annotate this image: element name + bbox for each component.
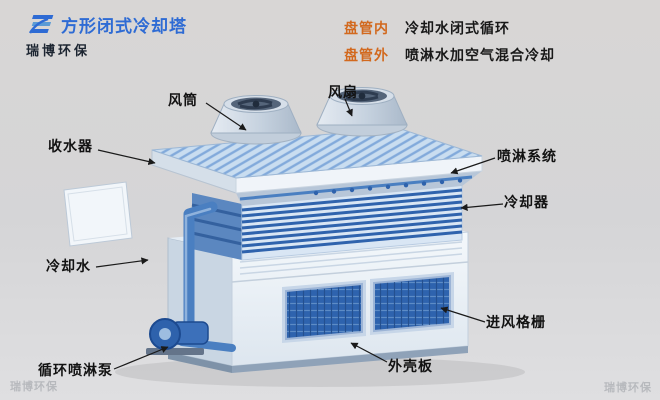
label-cooler: 冷却器 xyxy=(504,195,549,211)
circulating-spray-pump xyxy=(146,318,209,355)
legend-desc-inside: 冷却水闭式循环 xyxy=(405,21,510,37)
label-fan: 风扇 xyxy=(328,85,358,101)
legend-row-outside: 盘管外 喷淋水加空气混合冷却 xyxy=(344,45,555,65)
label-water-collector: 收水器 xyxy=(48,139,93,155)
water-collector-slab xyxy=(151,127,483,194)
legend-desc-outside: 喷淋水加空气混合冷却 xyxy=(405,48,555,64)
air-inlet-grille-right xyxy=(370,272,454,335)
legend-row-inside: 盘管内 冷却水闭式循环 xyxy=(344,18,555,38)
air-inlet-grille-left xyxy=(282,280,366,343)
watermark-bottom-right: 瑞博环保 xyxy=(604,381,652,394)
fan-duct-left xyxy=(210,95,302,145)
legend: 盘管内 冷却水闭式循环 盘管外 喷淋水加空气混合冷却 xyxy=(344,18,555,72)
legend-key-outside: 盘管外 xyxy=(344,48,389,64)
coil-block xyxy=(191,180,463,261)
label-fan-duct: 风筒 xyxy=(168,93,198,109)
label-cooling-water: 冷却水 xyxy=(46,259,91,275)
page-title: 方形闭式冷却塔 xyxy=(61,17,187,37)
label-circulating-spray-pump: 循环喷淋泵 xyxy=(38,363,113,379)
cooling-water-pipe xyxy=(178,201,236,352)
legend-key-inside: 盘管内 xyxy=(344,21,389,37)
side-panel xyxy=(63,181,133,247)
label-air-inlet-grille: 进风格栅 xyxy=(486,315,546,331)
casing xyxy=(167,218,469,367)
company-name: 瑞博环保 xyxy=(26,44,91,59)
label-spray-system: 喷淋系统 xyxy=(497,149,557,165)
spray-system xyxy=(236,171,482,206)
label-shell-plate: 外壳板 xyxy=(388,359,433,375)
watermark-bottom-left: 瑞博环保 xyxy=(10,380,58,393)
ground-shadow xyxy=(115,357,525,387)
brand-logo-icon xyxy=(28,14,54,34)
brand-block: 方形闭式冷却塔 瑞博环保 xyxy=(26,12,187,59)
